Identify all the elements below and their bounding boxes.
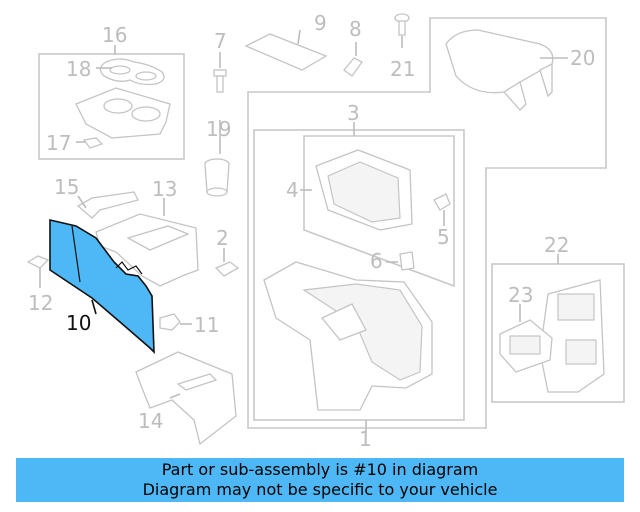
screw-part-2 xyxy=(214,248,240,277)
callout-16: 16 xyxy=(102,23,127,47)
armrest-lid-part-20 xyxy=(445,29,568,111)
callout-7: 7 xyxy=(214,29,227,53)
screw-part-7 xyxy=(213,52,227,93)
callout-labels: 1 2 3 4 5 6 7 8 9 10 11 12 13 14 15 16 1… xyxy=(28,11,595,451)
callout-15: 15 xyxy=(54,175,79,199)
callout-23: 23 xyxy=(508,283,533,307)
clip-part-11 xyxy=(159,313,192,331)
callout-10: 10 xyxy=(66,311,91,335)
callout-8: 8 xyxy=(349,17,362,41)
banner-line-1: Part or sub-assembly is #10 in diagram xyxy=(161,460,479,479)
storage-bin-part-3 xyxy=(300,149,413,231)
callout-9: 9 xyxy=(314,11,327,35)
screw-part-12 xyxy=(26,255,50,288)
callout-11: 11 xyxy=(194,313,219,337)
banner-line-2: Diagram may not be specific to your vehi… xyxy=(142,480,498,499)
callout-19: 19 xyxy=(206,117,231,141)
clip-part-8 xyxy=(343,42,363,77)
console-group-outline xyxy=(247,17,607,429)
cup-holder-assembly xyxy=(75,58,171,149)
callout-12: 12 xyxy=(28,291,53,315)
console-inner-box xyxy=(253,129,465,421)
clip-part-6 xyxy=(386,251,415,271)
vent-part-23 xyxy=(499,304,553,373)
cup-part-19 xyxy=(204,140,230,197)
callout-5: 5 xyxy=(437,225,450,249)
callout-6: 6 xyxy=(370,249,383,273)
callout-3: 3 xyxy=(347,101,360,125)
clip-part-5 xyxy=(433,193,451,226)
group-box-16 xyxy=(38,53,185,160)
callout-14: 14 xyxy=(138,409,163,433)
callout-21: 21 xyxy=(390,57,415,81)
info-banner: Part or sub-assembly is #10 in diagram D… xyxy=(16,458,624,502)
callout-18: 18 xyxy=(66,57,91,81)
callout-4: 4 xyxy=(286,178,299,202)
callout-13: 13 xyxy=(152,177,177,201)
bolt-part-21 xyxy=(394,13,410,48)
bracket-part-15 xyxy=(76,191,139,219)
console-body-part-1 xyxy=(263,261,433,411)
callout-2: 2 xyxy=(216,226,229,250)
pad-part-9 xyxy=(244,33,328,71)
callout-22: 22 xyxy=(544,233,569,257)
bin-group-outline xyxy=(303,135,455,288)
callout-20: 20 xyxy=(570,46,595,70)
callout-17: 17 xyxy=(46,131,71,155)
callout-1: 1 xyxy=(359,427,372,451)
